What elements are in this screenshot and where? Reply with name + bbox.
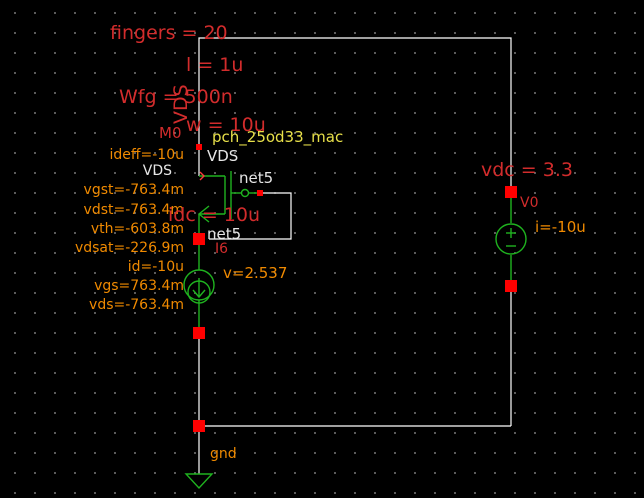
annot-pin-vds: VDS (142, 163, 172, 179)
param-idc: idc = 10u (168, 204, 261, 226)
source-net-label: net5 (207, 225, 242, 243)
annot-vds: vds=-763.4m (89, 297, 184, 313)
annot-i6-voltage: v=2.537 (223, 264, 288, 282)
pins (193, 144, 517, 432)
annot-vth: vth=-603.8m (90, 221, 184, 237)
vds-rotated-label: VDS (170, 84, 192, 124)
instance-m0: M0 (159, 124, 182, 142)
wire-gate-net5[interactable] (209, 192, 292, 240)
annot-ideff: ideff=-10u (109, 147, 184, 163)
pin-v0-top[interactable] (505, 186, 517, 198)
param-fingers: fingers = 20 (110, 22, 228, 44)
param-l: l = 1u (186, 54, 244, 76)
instance-i6: I6 (215, 241, 229, 257)
instance-v0: V0 (520, 195, 539, 211)
pin-gnd[interactable] (193, 420, 205, 432)
ground-symbol[interactable] (184, 473, 214, 490)
pin-markers (199, 171, 205, 181)
pin-m0-gate[interactable] (257, 190, 263, 196)
pin-i6-top[interactable] (193, 233, 205, 245)
annot-vgst: vgst=-763.4m (83, 182, 184, 198)
m0-drain-label: VDS (207, 147, 239, 165)
pin-i6-bottom[interactable] (193, 327, 205, 339)
annot-vdsat: vdsat=-226.9m (74, 240, 184, 256)
gate-net-label: net5 (239, 169, 274, 187)
pin-m0-drain[interactable] (196, 144, 202, 150)
pin-v0-bottom[interactable] (505, 280, 517, 292)
wires (198, 37, 512, 474)
param-w: w = 10u (186, 114, 266, 136)
current-source-i6[interactable] (183, 239, 215, 333)
wire-top-loop[interactable] (198, 37, 512, 192)
annot-vdst: vdst=-763.4m (83, 202, 184, 218)
annot-v0-current: i=-10u (535, 218, 586, 236)
model-name: pch_25od33_mac (212, 128, 344, 146)
annot-vgs: vgs=763.4m (94, 278, 184, 294)
gnd-label: gnd (210, 446, 237, 462)
annot-id: id=-10u (127, 259, 184, 275)
param-wfg: Wfg = 500n (119, 86, 233, 108)
param-vdc: vdc = 3.3 (481, 159, 573, 181)
